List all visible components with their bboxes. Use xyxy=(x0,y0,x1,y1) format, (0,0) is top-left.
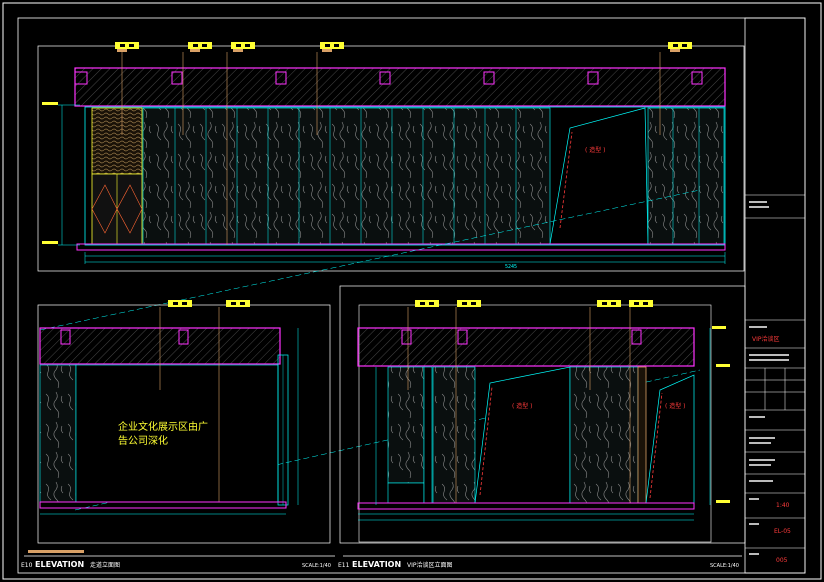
ceiling-light-markers xyxy=(115,42,692,52)
note-text-line2: 告公司深化 xyxy=(118,434,168,447)
wood-door-panel xyxy=(91,107,143,175)
feature-label-2: ( 造型 ) xyxy=(665,402,686,410)
ceiling-slab xyxy=(74,67,726,107)
elevation-scale: SCALE:1/40 xyxy=(710,563,739,569)
sheet-number: 005 xyxy=(776,557,788,564)
marble-wall xyxy=(142,107,551,245)
elevation-title-en: ELEVATION xyxy=(352,560,401,569)
feature-label: ( 造型 ) xyxy=(512,402,533,410)
scale-value: 1:40 xyxy=(776,502,790,509)
elevation-title-en: ELEVATION xyxy=(35,560,84,569)
view-code: E11 xyxy=(338,562,350,569)
view-code: E10 xyxy=(21,562,33,569)
elevation-right: ( 造型 ) ( 造型 ) E11 ELEVATION VIP洽谈区立面图 SC… xyxy=(338,285,746,569)
viewport-frame xyxy=(37,45,745,272)
elevation-left: 企业文化展示区由广 告公司深化 E10 ELEVATION 走道立面图 SCAL… xyxy=(21,300,335,569)
viewport-frame xyxy=(339,285,746,544)
drawing-name: VIP洽谈区 xyxy=(752,335,780,343)
reference-line xyxy=(39,189,701,331)
elevation-title-cn: VIP洽谈区立面图 xyxy=(407,561,453,569)
wall-base xyxy=(84,106,726,246)
elevation-title-cn: 走道立面图 xyxy=(90,561,120,569)
elevation-scale: SCALE:1/40 xyxy=(302,563,331,569)
total-dimension: 5245 xyxy=(505,264,517,270)
note-text-line1: 企业文化展示区由广 xyxy=(118,420,208,433)
title-block: VIP洽谈区 1:40 EL-05 005 xyxy=(744,17,806,574)
ceiling-slab xyxy=(357,327,695,367)
marble-wall-right xyxy=(647,107,725,245)
feature-label: ( 造型 ) xyxy=(585,146,606,154)
drawing-number: EL-05 xyxy=(774,528,791,535)
elevation-top: ( 造型 ) 5245 xyxy=(37,42,745,272)
